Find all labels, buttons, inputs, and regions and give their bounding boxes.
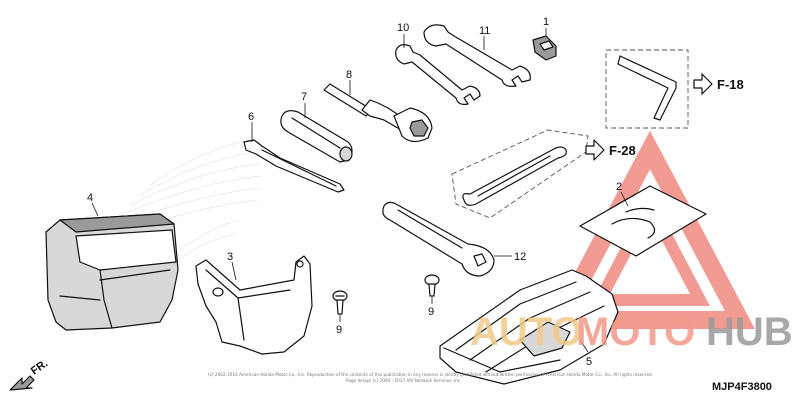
front-direction-arrow-icon — [9, 375, 35, 391]
part-owner-sheet — [579, 185, 707, 257]
callout-9b: 9 — [428, 306, 434, 318]
callout-2: 2 — [616, 181, 622, 193]
part-tool-bag — [439, 269, 619, 385]
callout-10: 10 — [397, 22, 409, 34]
callout-6: 6 — [248, 111, 254, 123]
ref-label-f18[interactable]: F-18 — [717, 77, 744, 92]
ref-box-hex-key — [605, 49, 689, 129]
front-direction-label: FR. — [29, 357, 50, 377]
part-box-wrench — [323, 83, 433, 143]
part-clip — [532, 35, 557, 61]
part-tool-cover — [45, 213, 179, 331]
watermark-moto: MOTO — [576, 310, 695, 354]
callout-5: 5 — [586, 356, 592, 368]
callout-4: 4 — [87, 192, 93, 204]
callout-11: 11 — [479, 25, 490, 37]
part-bolt-right — [424, 274, 440, 297]
copyright-line-2: Page design (c) 2004 - 2017 ARI Network … — [346, 378, 461, 383]
part-screwdriver-handle — [280, 110, 353, 163]
watermark-text: AUTO MOTO HUB — [470, 310, 793, 354]
diagram-code: MJP4F3800 — [712, 381, 772, 393]
callout-9a: 9 — [336, 324, 342, 336]
ref-label-f28[interactable]: F-28 — [609, 143, 636, 158]
ref-box-lanyard — [451, 129, 589, 219]
part-pin-spanner — [382, 201, 495, 277]
callout-1: 1 — [543, 16, 549, 28]
part-wrench-small — [395, 44, 481, 105]
callout-8: 8 — [346, 69, 352, 81]
part-bracket — [195, 255, 313, 355]
callout-7: 7 — [301, 91, 307, 103]
part-wrench-large — [423, 24, 531, 87]
watermark-hub: HUB — [706, 310, 793, 354]
ref-arrow-upper[interactable] — [693, 73, 713, 95]
ref-arrow-lower[interactable] — [585, 139, 605, 161]
part-bolt-left — [332, 290, 348, 315]
callout-12: 12 — [514, 251, 526, 263]
watermark-auto: AUTO — [470, 310, 583, 354]
part-screwdriver-bit — [243, 139, 345, 193]
copyright-line-1: (c) 2002-2016 American Honda Motor Co., … — [208, 372, 653, 377]
callout-3: 3 — [227, 251, 233, 263]
